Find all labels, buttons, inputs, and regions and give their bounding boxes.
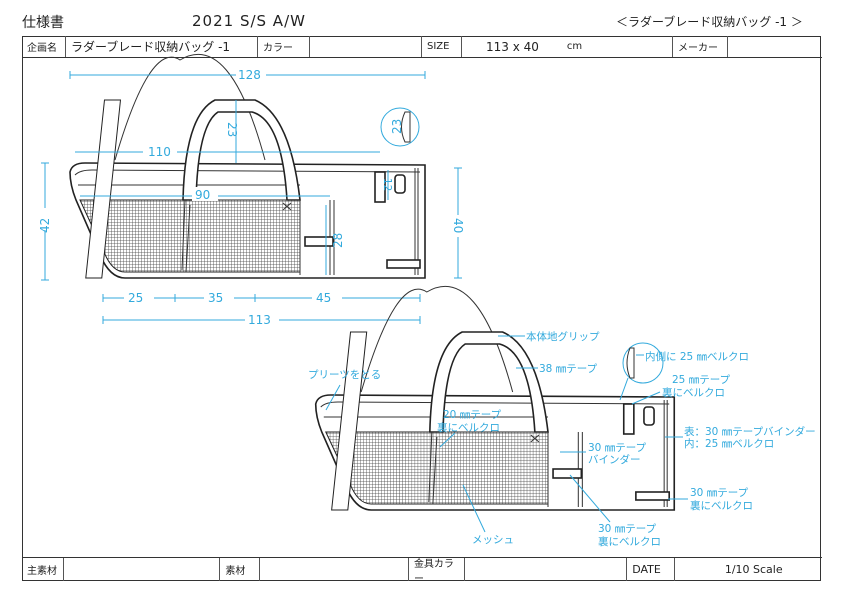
callout-binder-line2: 内：25 ㎜ベルクロ bbox=[684, 437, 774, 450]
size-label: SIZE bbox=[422, 36, 462, 57]
scale-value: 1/10 Scale bbox=[724, 563, 783, 576]
callout-binder30-line2: バインダー bbox=[588, 453, 641, 466]
dim-bottom-b: 35 bbox=[208, 291, 223, 305]
main-material-value bbox=[64, 558, 221, 581]
callout-tape25-line1: 25 ㎜テープ bbox=[672, 374, 731, 386]
material-label: 素材 bbox=[220, 558, 261, 581]
callout-tape25-line2: 裏にベルクロ bbox=[662, 386, 725, 399]
size-value: 113 x 40 bbox=[486, 39, 539, 54]
main-material-label: 主素材 bbox=[22, 558, 64, 581]
dim-detail-height: 23 bbox=[390, 119, 404, 134]
dim-handle-height: 23 bbox=[225, 122, 239, 137]
bag-drawing-annotated: 本体地グリップ 38 ㎜テープ 内側に 25 ㎜ベルクロ 25 ㎜テープ 裏にベ… bbox=[308, 285, 816, 548]
maker-label: メーカー bbox=[673, 36, 728, 57]
callout-tape30-center-line2: 裏にベルクロ bbox=[598, 535, 661, 548]
dim-overall-width: 128 bbox=[238, 68, 261, 82]
callout-tape20-line2: 裏にベルクロ bbox=[437, 421, 500, 434]
callout-grip: 本体地グリップ bbox=[526, 330, 600, 343]
date-label: DATE bbox=[627, 558, 675, 581]
color-label: カラー bbox=[258, 36, 310, 57]
detail-circle bbox=[380, 107, 420, 147]
dim-body-width: 113 bbox=[248, 313, 271, 327]
dim-right-height: 40 bbox=[451, 218, 465, 233]
callout-tape20-line1: 20 ㎜テープ bbox=[443, 409, 502, 421]
dim-left-height: 42 bbox=[38, 218, 52, 233]
hardware-color-value bbox=[465, 558, 628, 581]
callout-pleats: プリーツをとる bbox=[308, 369, 381, 381]
callout-binder30-line1: 30 ㎜テープ bbox=[588, 442, 647, 454]
size-unit: cm bbox=[566, 41, 583, 52]
callout-tape30-right-line1: 30 ㎜テープ bbox=[690, 487, 749, 499]
material-value bbox=[260, 558, 409, 581]
bag-drawing-dimensioned: 23 128 110 90 23 42 40 12 28 25 35 45 11… bbox=[36, 53, 466, 327]
info-row: 企画名 ラダーブレード収納バッグ -1 カラー SIZE 113 x 40 cm… bbox=[22, 36, 822, 58]
callout-mesh: メッシュ bbox=[472, 534, 514, 546]
dim-flap-height: 12 bbox=[381, 178, 393, 191]
dim-bottom-a: 25 bbox=[128, 291, 143, 305]
callout-tape38: 38 ㎜テープ bbox=[539, 363, 598, 375]
callout-inner-velcro: 内側に 25 ㎜ベルクロ bbox=[645, 350, 749, 363]
document-title: 仕様書 bbox=[22, 15, 64, 31]
dim-top-width: 110 bbox=[148, 145, 171, 159]
callout-tape30-center-line1: 30 ㎜テープ bbox=[598, 523, 657, 535]
dim-pocket-height: 28 bbox=[331, 233, 345, 248]
callout-binder-line1: 表：30 ㎜テープバインダー bbox=[684, 425, 816, 438]
product-code: ＜ラダーブレード収納バッグ -1 ＞ bbox=[616, 15, 803, 29]
color-value bbox=[310, 36, 422, 57]
plan-value: ラダーブレード収納バッグ -1 bbox=[66, 36, 258, 57]
footer-row: 主素材 素材 金具カラー DATE 1/10 Scale bbox=[22, 557, 822, 585]
season-label: 2021 S/S A/W bbox=[192, 12, 306, 30]
dim-bottom-c: 45 bbox=[316, 291, 331, 305]
callout-tape30-right-line2: 裏にベルクロ bbox=[690, 499, 753, 512]
hardware-color-label: 金具カラー bbox=[409, 558, 465, 585]
plan-label: 企画名 bbox=[22, 36, 66, 57]
dim-mesh-width: 90 bbox=[195, 188, 210, 202]
size-field: 113 x 40 cm bbox=[462, 36, 673, 57]
